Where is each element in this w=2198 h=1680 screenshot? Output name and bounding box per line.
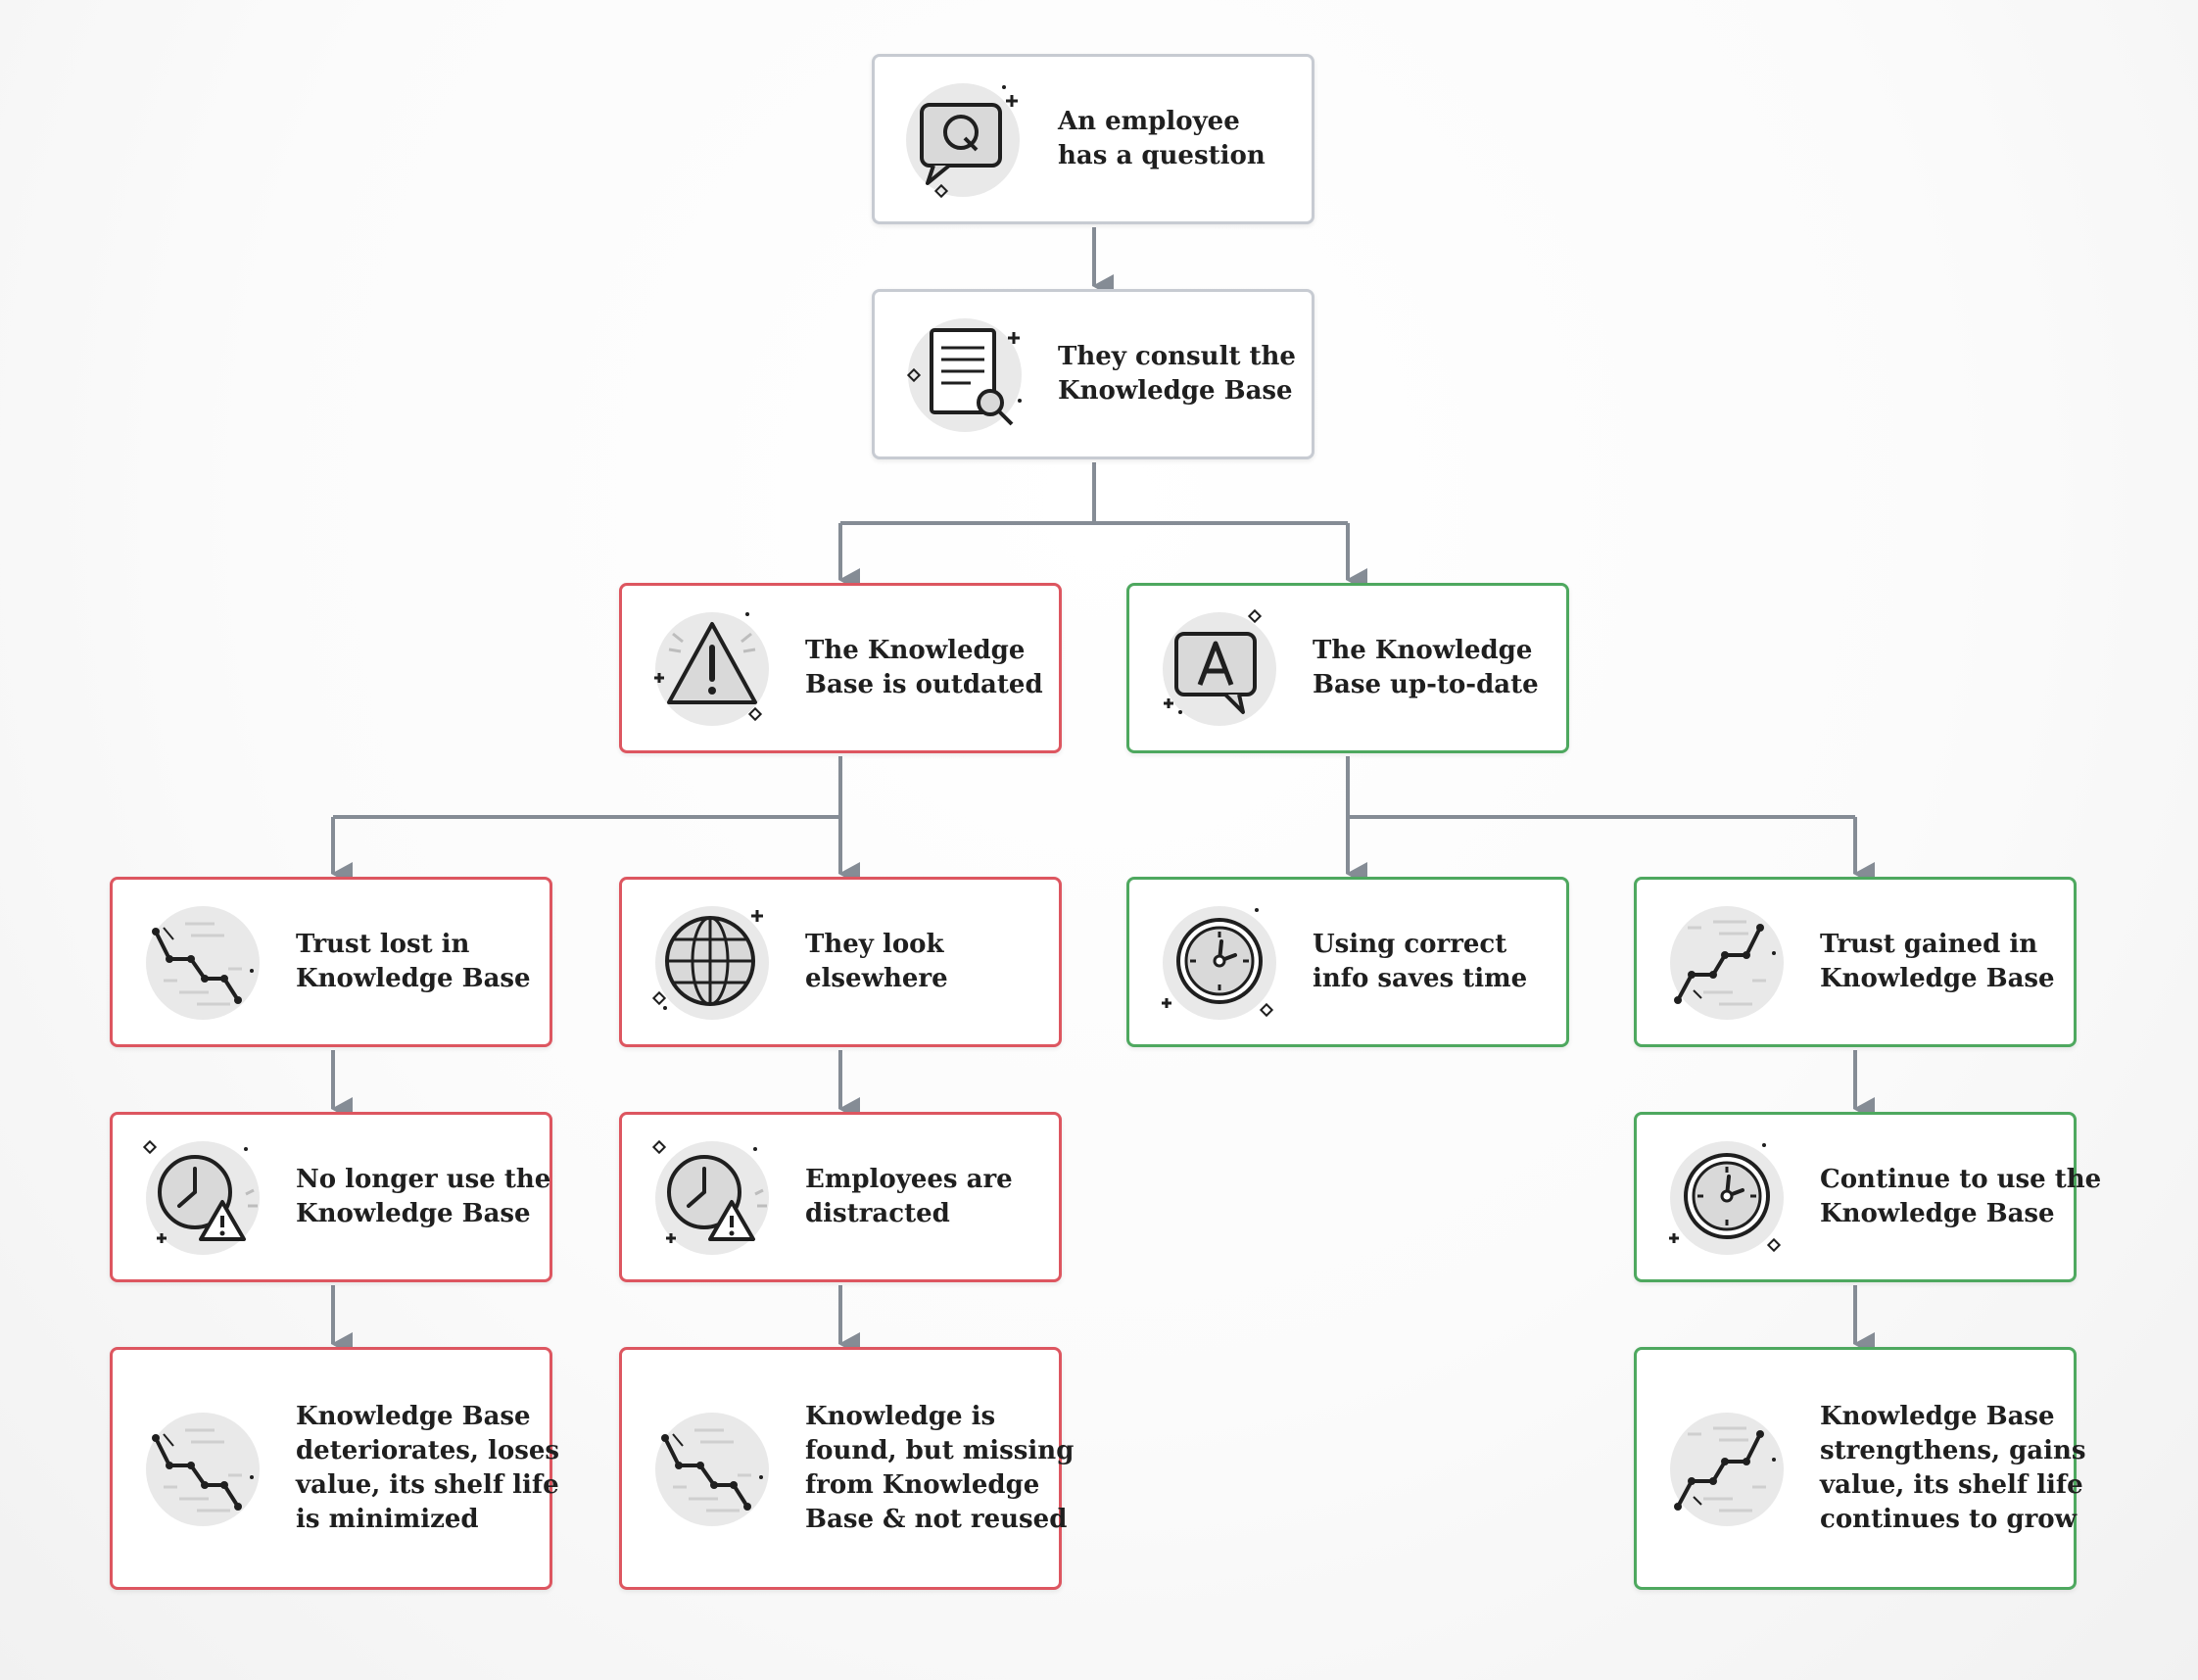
node-consult-label: They consult the Knowledge Base: [1058, 342, 1296, 406]
rising-chart-icon: [1664, 1405, 1792, 1532]
question-chat-icon: [902, 75, 1029, 203]
clock-warning-icon: [649, 1133, 777, 1261]
node-look-elsewhere-label: They look elsewhere: [805, 930, 948, 993]
node-outdated-label: The Knowledge Base is outdated: [805, 636, 1043, 699]
answer-chat-icon: [1157, 604, 1284, 732]
clock-warning-icon: [140, 1133, 267, 1261]
node-not-reused-label: Knowledge is found, but missing from Kno…: [805, 1402, 1075, 1534]
warning-triangle-icon: [649, 604, 777, 732]
wall-clock-icon: [1664, 1133, 1792, 1261]
node-distracted-label: Employees are distracted: [805, 1165, 1013, 1228]
node-saves-time-label: Using correct info saves time: [1313, 930, 1528, 993]
node-saves-time: Using correct info saves time: [1126, 877, 1569, 1047]
node-deteriorates: Knowledge Base deteriorates, loses value…: [110, 1347, 560, 1590]
node-trust-gained: Trust gained in Knowledge Base: [1634, 877, 2077, 1047]
node-consult: They consult the Knowledge Base: [872, 289, 1314, 459]
node-question-label: An employee has a question: [1058, 107, 1266, 170]
node-strengthens: Knowledge Base strengthens, gains value,…: [1634, 1347, 2086, 1590]
node-trust-lost-label: Trust lost in Knowledge Base: [296, 930, 531, 993]
declining-chart-icon: [140, 898, 267, 1026]
declining-chart-icon: [649, 1405, 777, 1532]
node-uptodate: The Knowledge Base up-to-date: [1126, 583, 1569, 753]
node-trust-lost: Trust lost in Knowledge Base: [110, 877, 552, 1047]
node-no-longer-use-label: No longer use the Knowledge Base: [296, 1165, 551, 1228]
node-not-reused: Knowledge is found, but missing from Kno…: [619, 1347, 1075, 1590]
globe-icon: [649, 898, 777, 1026]
node-deteriorates-label: Knowledge Base deteriorates, loses value…: [296, 1402, 560, 1534]
node-uptodate-label: The Knowledge Base up-to-date: [1313, 636, 1539, 699]
node-continue-use: Continue to use the Knowledge Base: [1634, 1112, 2102, 1282]
node-question: An employee has a question: [872, 54, 1314, 224]
node-outdated: The Knowledge Base is outdated: [619, 583, 1062, 753]
node-look-elsewhere: They look elsewhere: [619, 877, 1062, 1047]
wall-clock-icon: [1157, 898, 1284, 1026]
node-no-longer-use: No longer use the Knowledge Base: [110, 1112, 552, 1282]
declining-chart-icon: [140, 1405, 267, 1532]
document-search-icon: [902, 311, 1029, 438]
node-continue-use-label: Continue to use the Knowledge Base: [1820, 1165, 2102, 1228]
rising-chart-icon: [1664, 898, 1792, 1026]
node-strengthens-label: Knowledge Base strengthens, gains value,…: [1820, 1402, 2086, 1534]
node-distracted: Employees are distracted: [619, 1112, 1062, 1282]
node-trust-gained-label: Trust gained in Knowledge Base: [1820, 930, 2055, 993]
